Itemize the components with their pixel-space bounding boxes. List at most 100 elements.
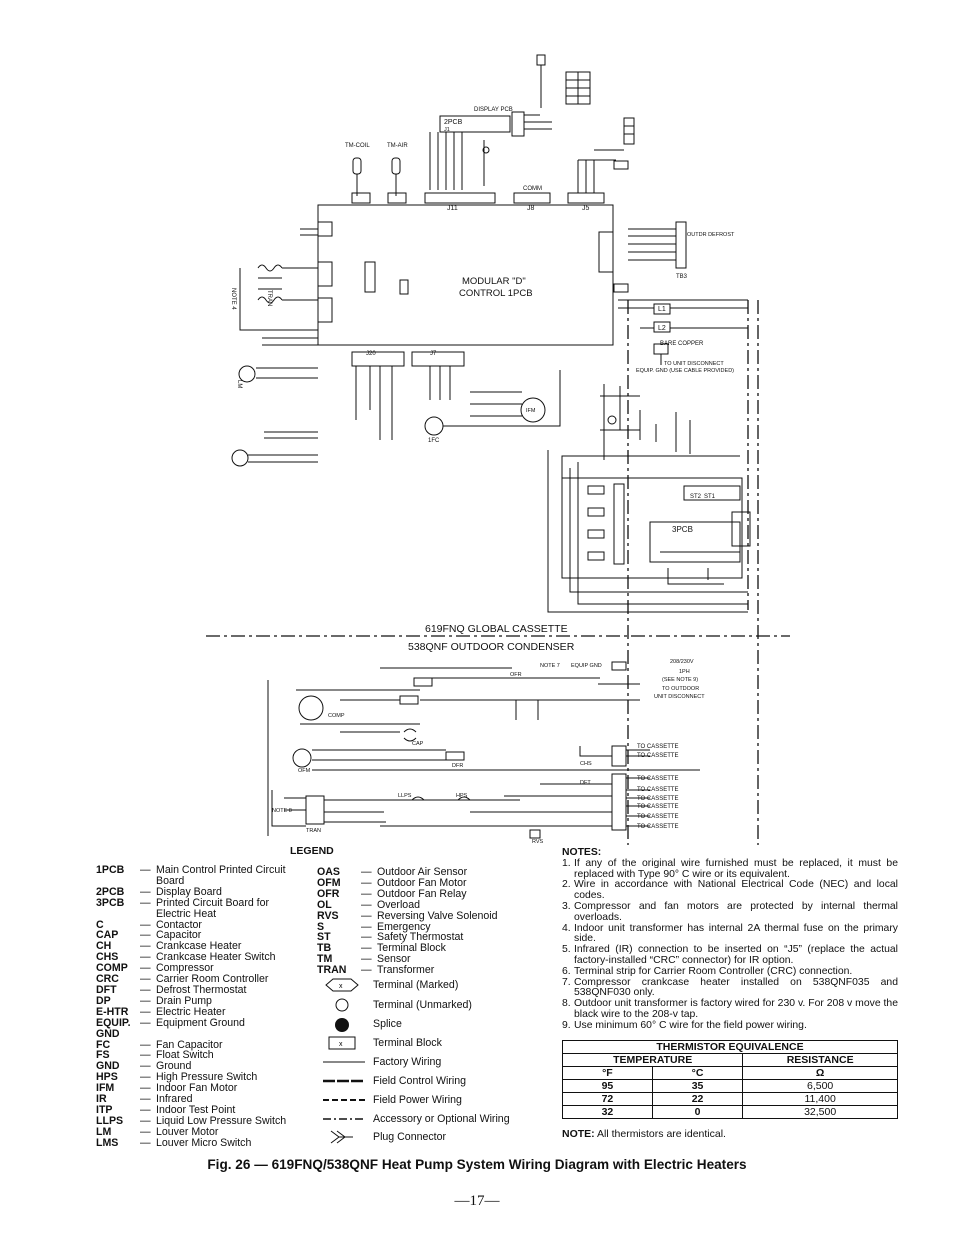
note-item: 9.Use minimum 60° C wire for the field p… (562, 1019, 898, 1032)
legend-abbr: CRC (96, 973, 119, 986)
legend-symbol-field-power: Field Power Wiring (317, 1093, 537, 1107)
tm-coil-label: TM-COIL (345, 143, 370, 149)
display-pcb-box (439, 115, 511, 133)
legend-def: Carrier Room Controller (156, 973, 269, 986)
legend-dash: — (140, 1016, 151, 1029)
notes-title: NOTES: (562, 847, 602, 858)
legend-dash: — (140, 1060, 151, 1073)
equip-gnd-terminal (611, 661, 627, 671)
note-number: 5. (562, 944, 571, 956)
legend-entry: OL—Overload (317, 899, 522, 911)
thermistor-cell-r: 11,400 (742, 1092, 898, 1106)
legend-entry: TM—Sensor (317, 954, 522, 965)
drain-pump (231, 449, 249, 467)
legend-abbr: 1PCB (96, 864, 125, 876)
legend-dash: — (140, 1114, 151, 1127)
legend-dash: — (140, 896, 151, 909)
plug-icon (317, 1130, 373, 1144)
legend-entry: OAS—Outdoor Air Sensor (317, 867, 522, 878)
legend-title: LEGEND (290, 845, 334, 857)
note8-label: NOTE 8 (272, 808, 292, 814)
legend-dash: — (361, 964, 372, 977)
legend-def: Louver Micro Switch (156, 1136, 252, 1149)
legend-abbr: CH (96, 940, 112, 953)
legend-abbr: DFT (96, 983, 117, 996)
legend-def: Main Control Printed Circuit Board (156, 864, 286, 887)
lm-label: LM (236, 380, 242, 388)
legend-dash: — (140, 1038, 151, 1051)
note-item: 8.Outdoor unit transformer is factory wi… (562, 998, 898, 1021)
tm-air (391, 157, 401, 175)
to-cassette-1: TO CASSETTE (637, 744, 679, 750)
legend-dash: — (140, 885, 151, 898)
legend-def: Ground (156, 1060, 192, 1073)
thermistor-cell-c: 35 (651, 1079, 744, 1093)
j8-label: J8 (527, 205, 535, 212)
splice-icon (317, 1017, 373, 1032)
legend-dash: — (140, 1005, 151, 1018)
control-1pcb-box (317, 204, 614, 346)
legend-abbr: EQUIP. GND (96, 1016, 131, 1040)
legend-def: Compressor (156, 962, 214, 975)
legend-dash: — (140, 929, 151, 942)
legend-abbr: ST (317, 931, 331, 944)
thermistor-unit-ohm: Ω (742, 1066, 898, 1080)
legend-entry: 1PCB—Main Control Printed Circuit Board (96, 865, 306, 887)
control-label: CONTROL 1PCB (459, 288, 533, 299)
legend-entry: S—Emergency (317, 920, 522, 933)
legend-entry: DFT—Defrost Thermostat (96, 985, 306, 996)
legend-entry: LMS—Louver Micro Switch (96, 1136, 306, 1149)
legend-abbr: CAP (96, 929, 119, 942)
note-text: Indoor unit transformer has internal 2A … (574, 922, 898, 945)
legend-dash: — (361, 920, 372, 933)
legend-def: Equipment Ground (156, 1016, 245, 1029)
field-control-icon (317, 1074, 373, 1088)
legend-def: Sensor (377, 953, 411, 966)
note-item: 5.Infrared (IR) connection to be inserte… (562, 944, 898, 967)
note-number: 9. (562, 1019, 571, 1031)
thermistor-cell-f: 32 (562, 1105, 653, 1119)
legend-abbr: HPS (96, 1071, 118, 1084)
legend-def: Defrost Thermostat (156, 983, 247, 996)
thermistor-cell-r: 6,500 (742, 1079, 898, 1093)
legend-dash: — (140, 1103, 151, 1116)
accessory-icon (317, 1112, 373, 1126)
legend-entry: EQUIP. GND — Equipment Ground (96, 1016, 306, 1040)
legend-abbr: LMS (96, 1136, 119, 1149)
wiring-diagram: DISPLAY PCB 2PCB TM-COIL TM-AIR J11 COMM… (206, 54, 790, 845)
thermistor-unit-f: °F (562, 1066, 653, 1080)
legend-abbr: FC (96, 1038, 111, 1051)
j20-label: J20 (366, 351, 376, 357)
to-cassette-6: TO CASSETTE (637, 804, 679, 810)
legend-def: High Pressure Switch (156, 1071, 258, 1084)
pcb2-label: 2PCB (444, 119, 463, 126)
section-top-label: 619FNQ GLOBAL CASSETTE (425, 623, 568, 635)
legend-abbr: GND (96, 1060, 120, 1073)
unit-disconnect-label: UNIT DISCONNECT (654, 694, 705, 700)
legend-entry: COMP—Compressor (96, 963, 306, 974)
j7-label: J7 (430, 351, 437, 357)
phase-label: 1PH (679, 669, 690, 675)
legend-dash: — (361, 876, 372, 889)
note-number: 6. (562, 965, 571, 977)
tran-out-label: TRAN (306, 828, 321, 834)
legend-entry: CHS—Crankcase Heater Switch (96, 952, 306, 963)
svg-text:x: x (339, 1041, 343, 1048)
legend-entry: LM—Louver Motor (96, 1125, 306, 1138)
note-number: 3. (562, 900, 571, 912)
legend-dash: — (140, 1093, 151, 1106)
fan-capacitor (424, 416, 444, 436)
legend-entry: RVS—Reversing Valve Solenoid (317, 910, 522, 922)
legend-dash: — (140, 1125, 151, 1138)
legend-dash: — (140, 1071, 151, 1084)
legend-abbr: LM (96, 1125, 112, 1138)
section-bottom-label: 538QNF OUTDOOR CONDENSER (408, 641, 575, 653)
legend-def: Indoor Fan Motor (156, 1082, 238, 1095)
legend-abbr: IR (96, 1093, 107, 1106)
legend-entry: OFM—Outdoor Fan Motor (317, 878, 522, 889)
